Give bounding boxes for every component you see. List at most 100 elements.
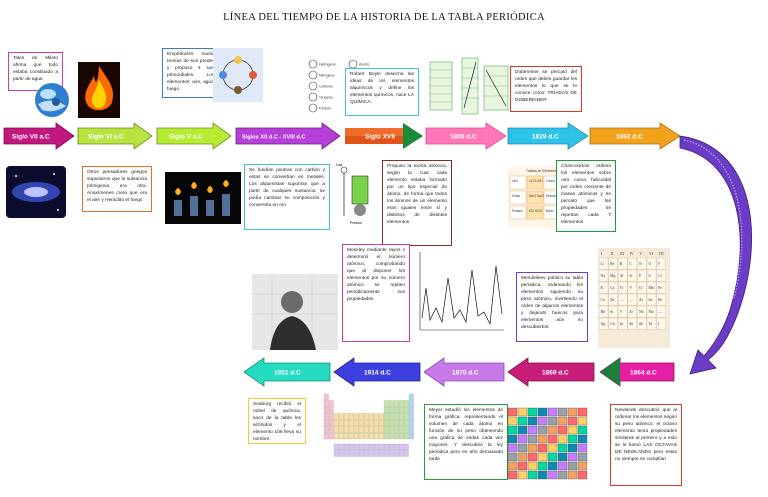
dalton-lab-gas-label: Gas	[336, 163, 343, 167]
mend-cell	[656, 269, 666, 282]
periodic-cell	[338, 443, 344, 451]
alchemy-flasks-image	[165, 172, 241, 224]
periodic-cell	[323, 426, 329, 433]
triads-cell	[509, 190, 527, 205]
mend-header-cell: V	[639, 252, 642, 256]
triads-cell-text: Potasio	[512, 209, 523, 213]
era-arrow-7-label: 1862 d.C	[616, 134, 643, 141]
periodic-cell	[338, 426, 344, 433]
newlands-cell	[517, 443, 528, 453]
mend-cell-text: Br	[658, 298, 663, 302]
mend-cell-text: Si	[629, 274, 632, 278]
newlands-cell	[567, 425, 578, 435]
periodic-cell	[363, 443, 369, 451]
boyle-symbol	[308, 81, 318, 91]
page-title: LÍNEA DEL TIEMPO DE LA HISTORIA DE LA TA…	[223, 12, 545, 23]
mend-header-cell: I	[601, 252, 603, 256]
periodic-cell	[348, 413, 354, 420]
periodic-cell	[398, 419, 404, 427]
mend-cell-text: Mn	[649, 286, 654, 290]
newlands-cell	[577, 470, 588, 480]
meyer-wave-chart	[414, 248, 506, 338]
periodic-cell	[333, 450, 339, 457]
periodic-cell	[358, 443, 364, 451]
periodic-cell	[383, 400, 389, 407]
triads-cell	[526, 175, 544, 190]
mend-cell	[627, 317, 637, 330]
newlands-cell	[517, 461, 528, 471]
periodic-cell	[408, 432, 414, 440]
mend-cell-text: —	[619, 298, 624, 302]
newlands-cell	[577, 434, 588, 444]
mend-cell	[618, 317, 628, 330]
mend-cell	[618, 293, 628, 306]
era-arrow-0-label: Siglo VII a.C	[12, 134, 50, 141]
periodic-cell	[393, 426, 399, 433]
newlands-cell	[537, 470, 548, 480]
mend-cell	[646, 293, 657, 306]
newlands-cell	[527, 461, 538, 471]
periodic-cell	[358, 432, 364, 440]
boyle-element-name: Hidrógeno	[319, 63, 336, 67]
mend-cell-text: Cl	[658, 274, 662, 278]
era-arrow-3: Siglos XII d.C - XVIII d.C	[235, 122, 341, 150]
triads-cell	[509, 175, 527, 190]
periodic-cell	[363, 450, 369, 457]
periodic-cell	[368, 426, 374, 433]
mend-cell-text: Li	[601, 262, 604, 266]
newlands-cell	[557, 452, 568, 462]
era-arrow-3-label: Siglos XII d.C - XVIII d.C	[242, 135, 305, 141]
periodic-cell	[388, 432, 394, 440]
newlands-cell	[507, 443, 518, 453]
era-arrow-6-label: 1829 d.C	[532, 134, 559, 141]
mend-cell	[646, 305, 657, 318]
periodic-cell	[398, 426, 404, 433]
triads-cell-text: KCl KOH	[529, 209, 543, 213]
periodic-cell	[393, 406, 399, 414]
boyle-element-name: Carbono	[319, 85, 333, 89]
curved-connector-shape	[679, 135, 753, 375]
mend-cell	[608, 269, 618, 282]
periodic-cell	[408, 419, 414, 427]
triads-cell-text: NaCl NaOH	[529, 194, 547, 198]
mend-cell-text: Rb	[601, 310, 606, 314]
mend-cell	[637, 293, 647, 306]
newlands-cell	[517, 452, 528, 462]
mend-cell-text: F	[658, 262, 660, 266]
era-arrow-12-label: 1951 d.C	[274, 370, 301, 377]
newlands-table-image	[506, 402, 594, 488]
periodic-cell	[348, 419, 354, 427]
periodic-cell	[378, 443, 384, 451]
periodic-cell	[353, 426, 359, 433]
mend-cell	[608, 305, 618, 318]
mend-cell-text: Cd	[610, 322, 615, 326]
era-arrow-10-label: 1870 d.C	[452, 370, 479, 377]
newlands-cell	[557, 416, 568, 426]
era-arrow-7: 1862 d.C	[589, 122, 681, 150]
newlands-cell	[537, 407, 548, 417]
newlands-cell	[527, 470, 538, 480]
newlands-cell	[537, 434, 548, 444]
newlands-cell	[507, 425, 518, 435]
mend-cell	[627, 305, 637, 318]
note-mendeleiev: Mendeleiev público su tabla periódica, o…	[516, 272, 588, 342]
mend-cell-text: Sn	[629, 322, 633, 326]
periodic-cell	[323, 406, 329, 414]
periodic-cell	[348, 443, 354, 451]
periodic-cell	[383, 426, 389, 433]
periodic-cell	[388, 406, 394, 414]
newlands-cell	[507, 407, 518, 417]
newlands-cell	[537, 443, 548, 453]
newlands-cell	[527, 452, 538, 462]
mend-cell-text: Te	[649, 322, 653, 326]
periodic-cell	[408, 393, 414, 401]
mend-cell	[618, 305, 628, 318]
newlands-cell	[517, 407, 528, 417]
periodic-cell	[403, 413, 409, 420]
periodic-cell	[343, 443, 349, 451]
periodic-cell	[343, 450, 349, 457]
mend-cell-text: K	[601, 286, 604, 290]
mend-cell-text: C	[629, 262, 632, 266]
